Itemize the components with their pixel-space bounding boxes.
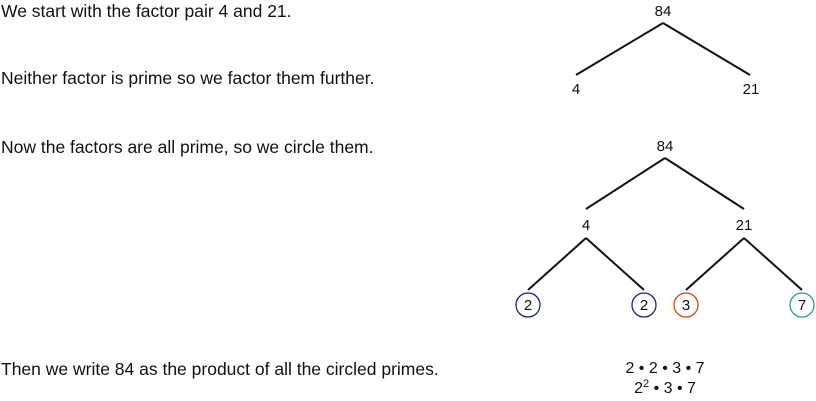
tree1-root-label: 84 (655, 3, 672, 20)
tree1-right-label: 21 (743, 81, 760, 98)
exponent-form: 22 • 3 • 7 (585, 379, 745, 399)
tree2-right-label: 21 (736, 217, 753, 234)
prime-circle-3 (673, 292, 699, 318)
tree1-left-label: 4 (572, 81, 580, 98)
step-text-3: Now the factors are all prime, so we cir… (1, 137, 374, 157)
tree1-edge-left (575, 22, 664, 76)
tree2-root-label: 84 (657, 138, 674, 155)
tree2-edge-21-right (743, 237, 803, 291)
tree2-left-label: 4 (582, 217, 590, 234)
exponent-base: 2 (634, 380, 643, 397)
tree2-edge-root-right (664, 157, 745, 210)
tree2-edge-21-left (685, 237, 745, 291)
step-text-1: We start with the factor pair 4 and 21. (1, 1, 292, 21)
prime-circle-2b (631, 292, 657, 318)
prime-label-2a: 2 (524, 297, 532, 314)
factor-tree-1: 84 4 21 (572, 3, 760, 98)
product-line: 2 • 2 • 3 • 7 (625, 360, 705, 377)
prime-label-3: 3 (682, 297, 690, 314)
prime-label-7: 7 (798, 297, 806, 314)
prime-circle-2a (515, 292, 541, 318)
exponent-rest: • 3 • 7 (649, 380, 696, 397)
step-text-4: Then we write 84 as the product of all t… (1, 359, 439, 379)
tree2-edge-4-right (585, 237, 645, 291)
tree2-edge-root-left (585, 157, 666, 210)
factor-tree-2: 84 4 21 2 2 3 7 (515, 138, 815, 318)
prime-label-2b: 2 (640, 297, 648, 314)
tree1-edge-right (662, 22, 751, 76)
prime-circle-7 (789, 292, 815, 318)
tree2-edge-4-left (527, 237, 587, 291)
step-text-2: Neither factor is prime so we factor the… (1, 68, 375, 88)
exponent-power: 2 (643, 378, 650, 390)
